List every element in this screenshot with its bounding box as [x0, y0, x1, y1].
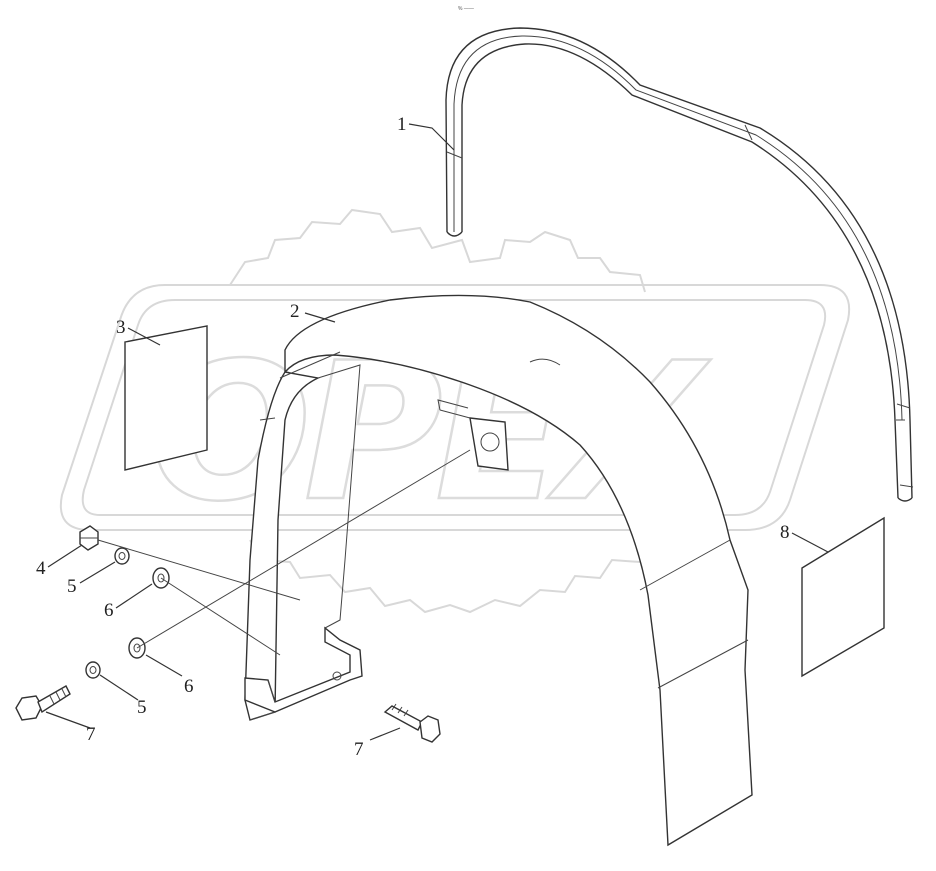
- part-7b-bolt: [383, 703, 441, 743]
- part-8-plate: [801, 516, 885, 678]
- part-2-fender: [244, 294, 753, 847]
- watermark-gear: [229, 208, 649, 614]
- watermark-band-inner: [81, 299, 827, 516]
- callout-part-7a: 7: [86, 724, 96, 745]
- callout-part-6a: 6: [104, 600, 114, 621]
- part-5b-lock-washer: [85, 661, 101, 679]
- part-5a-lock-washer: [114, 547, 130, 565]
- callout-part-5a: 5: [67, 576, 77, 597]
- callout-part-8: 8: [780, 522, 790, 543]
- callout-part-6b: 6: [184, 676, 194, 697]
- leader-lines: [45, 123, 829, 741]
- assembly-alignment-lines: [97, 449, 471, 656]
- callout-part-3: 3: [116, 317, 126, 338]
- part-4-nut: [79, 525, 99, 551]
- part-3-plate: [124, 325, 208, 471]
- part-1-roll-bar: [445, 27, 914, 502]
- part-7a-bolt: [15, 685, 71, 721]
- callout-part-1: 1: [397, 114, 407, 135]
- callout-part-5b: 5: [137, 697, 147, 718]
- callout-part-2: 2: [290, 301, 300, 322]
- callout-part-4: 4: [36, 558, 46, 579]
- callout-part-7b: 7: [354, 739, 364, 760]
- watermark-band: [59, 284, 851, 531]
- header-tiny-text: % ——: [458, 6, 474, 12]
